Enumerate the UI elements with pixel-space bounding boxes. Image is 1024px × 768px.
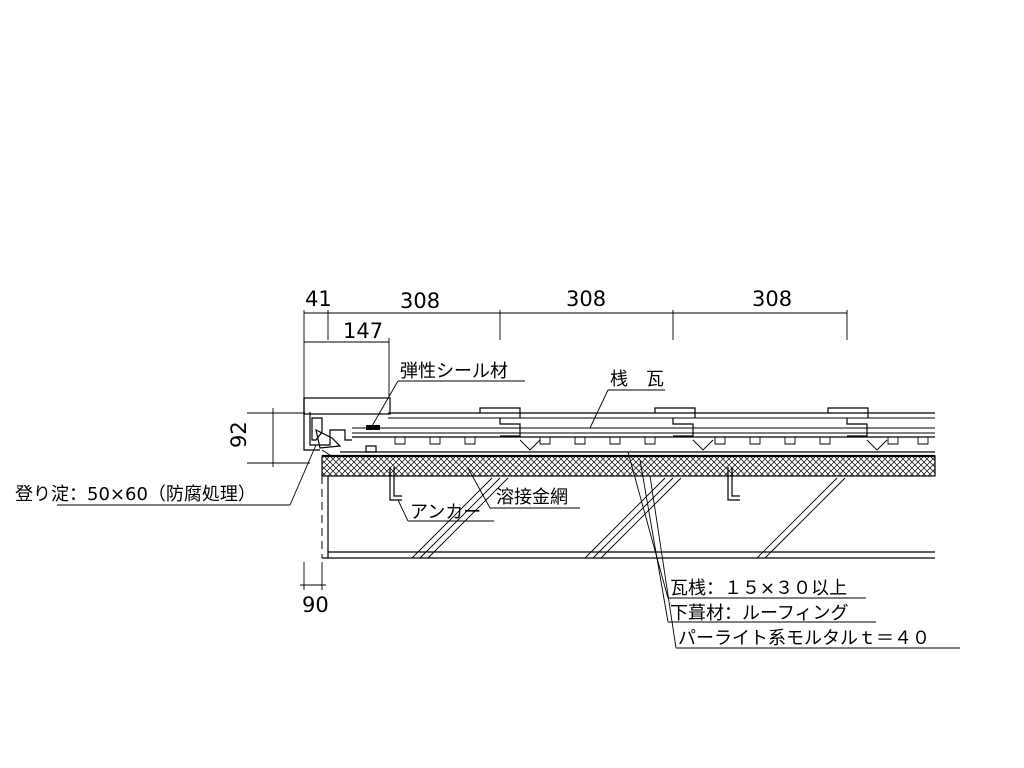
concrete-slab: [321, 476, 935, 559]
verge-board-detail: [303, 397, 391, 456]
top-dimension-lines: [303, 310, 848, 398]
left-dimension-lines: [247, 408, 310, 467]
dim-90: 90: [302, 593, 329, 617]
mortar-layer: [321, 454, 936, 477]
dim-308-b: 308: [566, 287, 606, 311]
label-verge-board: 登り淀：50×60（防腐処理）: [15, 484, 256, 505]
bottom-dimension-lines: [300, 562, 326, 590]
label-underlay: 下葺材：ルーフィング: [670, 603, 849, 624]
dim-147: 147: [343, 319, 383, 343]
dim-92: 92: [227, 421, 251, 448]
label-mortar: パーライト系モルタルｔ＝４０: [678, 628, 930, 649]
label-wire-mesh: 溶接金網: [496, 487, 568, 508]
label-anchor: アンカー: [410, 502, 481, 523]
label-batten: 瓦桟：１５×３０以上: [670, 578, 847, 599]
label-sealant: 弾性シール材: [400, 361, 508, 382]
leader-lines: [57, 380, 960, 649]
roof-tiles: [340, 407, 935, 453]
dim-308-a: 308: [400, 289, 440, 313]
label-tile: 桟 瓦: [610, 369, 664, 390]
dim-41: 41: [305, 287, 332, 311]
dim-308-c: 308: [752, 287, 792, 311]
